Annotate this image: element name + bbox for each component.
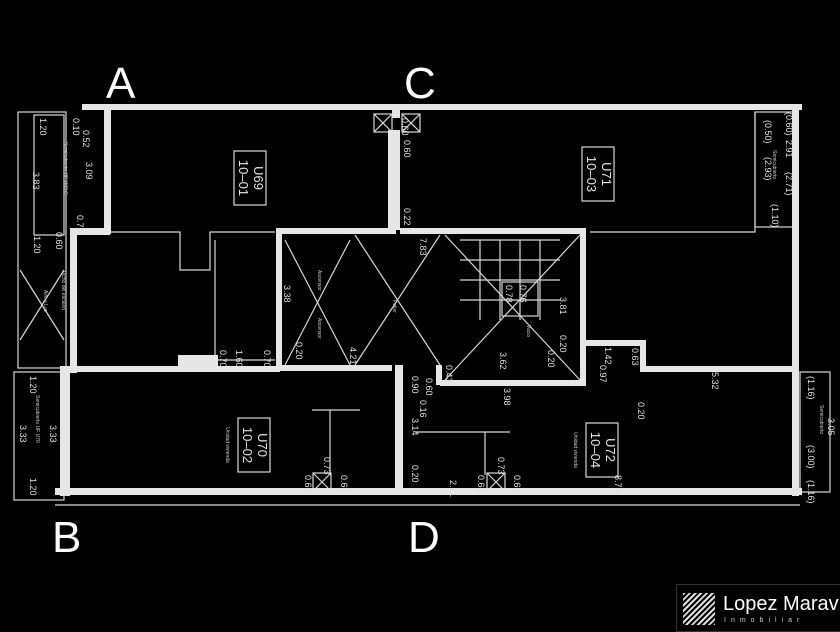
corner-label-b: B — [52, 513, 81, 562]
svg-text:10–02: 10–02 — [240, 427, 255, 463]
corner-label-c: C — [404, 59, 436, 108]
svg-text:2.91: 2.91 — [784, 140, 794, 158]
svg-text:3.83: 3.83 — [31, 172, 41, 190]
svg-text:1.60: 1.60 — [234, 350, 244, 368]
svg-text:3.81: 3.81 — [558, 297, 568, 315]
svg-text:U71: U71 — [599, 162, 614, 186]
svg-text:U70: U70 — [255, 433, 270, 457]
svg-text:0.20: 0.20 — [558, 335, 568, 353]
svg-text:Palier: Palier — [391, 300, 397, 313]
svg-text:0.76: 0.76 — [518, 285, 528, 303]
svg-text:7.83: 7.83 — [418, 238, 428, 256]
svg-text:Ascensor: Ascensor — [316, 270, 322, 291]
svg-text:1.20: 1.20 — [28, 376, 38, 394]
svg-text:Semicubierto: Semicubierto — [818, 405, 824, 434]
logo-mark-icon — [683, 593, 715, 625]
svg-text:0.60: 0.60 — [400, 118, 410, 136]
svg-text:Techo del escalon: Techo del escalon — [60, 270, 66, 310]
svg-text:3.33: 3.33 — [48, 425, 58, 443]
svg-text:0.97: 0.97 — [598, 365, 608, 383]
svg-text:0.43: 0.43 — [444, 365, 454, 383]
svg-text:0.60: 0.60 — [402, 140, 412, 158]
svg-text:(0.60): (0.60) — [784, 112, 794, 136]
svg-text:3.33: 3.33 — [18, 425, 28, 443]
svg-text:Ascensor: Ascensor — [316, 318, 322, 339]
svg-text:0.22: 0.22 — [402, 208, 412, 226]
svg-text:3.98: 3.98 — [502, 388, 512, 406]
svg-text:1.42: 1.42 — [603, 347, 613, 365]
svg-text:Unidad vivienda: Unidad vivienda — [572, 432, 578, 468]
svg-text:0.60: 0.60 — [476, 475, 486, 493]
unit-tag-u71: U71 10–03 — [581, 146, 615, 202]
svg-text:1.20: 1.20 — [38, 118, 48, 136]
dimension-labels: 1.20 0.10 0.52 3.09 3.83 0.78 1.20 0.60 … — [18, 112, 836, 504]
svg-text:0.70: 0.70 — [218, 350, 228, 368]
svg-text:U69: U69 — [251, 166, 266, 190]
svg-text:(3.00): (3.00) — [806, 445, 816, 469]
unit-tag-u72: U72 10–04 Unidad vivienda — [572, 422, 619, 478]
walls — [55, 104, 802, 496]
svg-text:Vacio: Vacio — [525, 325, 531, 337]
svg-text:1.20: 1.20 — [28, 478, 38, 496]
svg-text:0.60: 0.60 — [512, 475, 522, 493]
svg-text:0.20: 0.20 — [294, 342, 304, 360]
svg-text:0.60: 0.60 — [54, 232, 64, 250]
svg-text:3.09: 3.09 — [84, 162, 94, 180]
logo-subtitle: Inmobiliar — [724, 617, 805, 624]
svg-text:(1.10): (1.10) — [770, 204, 780, 228]
svg-text:10–04: 10–04 — [588, 432, 603, 468]
svg-text:8.78: 8.78 — [613, 475, 623, 493]
room-labels: Ascensor Ascensor Palier Vacio Semicubie… — [34, 142, 824, 443]
corner-label-d: D — [408, 513, 440, 562]
svg-text:3.38: 3.38 — [282, 285, 292, 303]
svg-text:(1.16): (1.16) — [806, 376, 816, 400]
svg-text:0.20: 0.20 — [636, 402, 646, 420]
svg-text:(2.71): (2.71) — [784, 172, 794, 196]
svg-text:(1.16): (1.16) — [806, 480, 816, 504]
svg-text:Aire y Luz: Aire y Luz — [42, 290, 48, 313]
svg-text:5.32: 5.32 — [710, 372, 720, 390]
svg-text:0.78: 0.78 — [504, 285, 514, 303]
svg-text:0.73: 0.73 — [322, 457, 332, 475]
logo-name: Lopez Marav — [723, 593, 839, 615]
brand-logo: Lopez Marav Inmobiliar — [676, 584, 840, 632]
svg-text:0.78: 0.78 — [75, 215, 85, 233]
svg-text:Semicubierto UF U69 C: Semicubierto UF U69 C — [62, 142, 68, 195]
svg-text:0.63: 0.63 — [630, 348, 640, 366]
svg-text:0.60: 0.60 — [303, 475, 313, 493]
svg-text:0.52: 0.52 — [81, 130, 91, 148]
outline-lines — [13, 111, 831, 506]
svg-text:1.20: 1.20 — [32, 236, 42, 254]
svg-text:0.16: 0.16 — [418, 400, 428, 418]
svg-text:(2.93): (2.93) — [763, 157, 773, 181]
unit-tag-u69: U69 10–01 — [233, 150, 267, 206]
svg-text:0.70: 0.70 — [262, 350, 272, 368]
svg-text:10–01: 10–01 — [236, 160, 251, 196]
svg-text:U72: U72 — [603, 438, 618, 462]
svg-text:4.21: 4.21 — [348, 347, 358, 365]
svg-text:3.14: 3.14 — [410, 418, 420, 436]
svg-text:0.90: 0.90 — [410, 376, 420, 394]
svg-text:0.10: 0.10 — [71, 118, 81, 136]
corner-label-a: A — [106, 59, 136, 108]
unit-tag-u70: U70 10–02 Unidad vivienda — [224, 417, 271, 473]
svg-text:2.11: 2.11 — [448, 480, 458, 497]
svg-text:0.20: 0.20 — [546, 350, 556, 368]
svg-text:0.60: 0.60 — [339, 475, 349, 493]
svg-text:Semicubierto: Semicubierto — [771, 150, 777, 179]
svg-text:Unidad vivienda: Unidad vivienda — [224, 427, 230, 463]
svg-text:0.60: 0.60 — [424, 378, 434, 396]
svg-text:0.73: 0.73 — [496, 457, 506, 475]
svg-text:10–03: 10–03 — [584, 156, 599, 192]
svg-text:(0.50): (0.50) — [763, 120, 773, 144]
svg-text:3.05: 3.05 — [826, 418, 836, 436]
svg-text:Semicubierto UF U70: Semicubierto UF U70 — [34, 395, 40, 443]
svg-text:3.62: 3.62 — [498, 352, 508, 370]
svg-text:0.20: 0.20 — [410, 465, 420, 483]
